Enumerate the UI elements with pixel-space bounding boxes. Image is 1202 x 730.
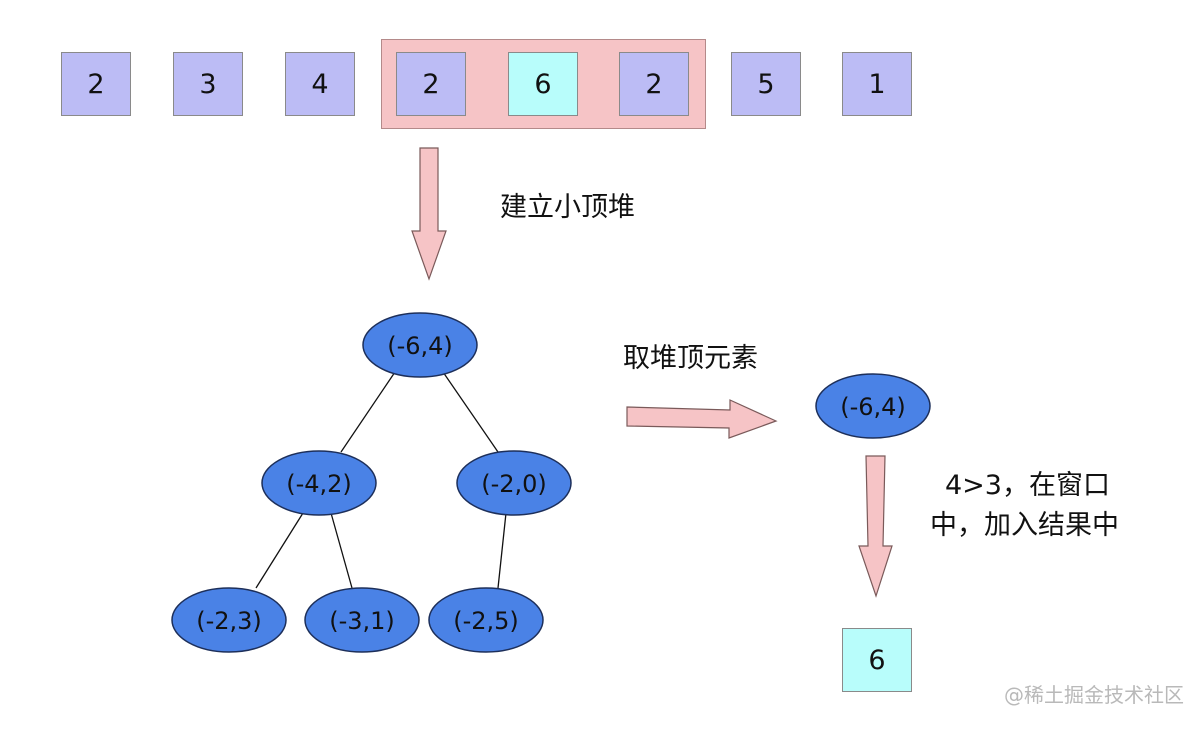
heap-node-right-left-text: (-2,5) — [453, 607, 519, 635]
array-cell-0: 2 — [61, 52, 131, 116]
array-cell-3: 2 — [396, 52, 466, 116]
build-heap-label: 建立小顶堆 — [500, 192, 635, 223]
heap-node-left-right: (-3,1) — [304, 587, 420, 653]
popped-node: (-6,4) — [815, 373, 931, 439]
heap-node-right-text: (-2,0) — [481, 470, 547, 498]
arrow-down-build — [411, 147, 447, 281]
edge-root-right — [442, 371, 499, 453]
heap-node-root: (-6,4) — [362, 312, 478, 378]
edge-right-rightleft — [497, 512, 507, 589]
heap-node-left-left: (-2,3) — [171, 587, 287, 653]
condition-label-line2: 中，加入结果中 — [930, 510, 1119, 541]
heap-node-left-text: (-4,2) — [286, 470, 352, 498]
watermark: @稀土掘金技术社区 — [1004, 683, 1184, 707]
heap-node-root-text: (-6,4) — [387, 332, 453, 360]
arrow-right-take — [626, 399, 778, 439]
array-cell-5: 2 — [619, 52, 689, 116]
condition-label-line1: 4>3，在窗口 — [945, 470, 1110, 501]
popped-node-text: (-6,4) — [840, 393, 906, 421]
array-cell-2: 4 — [285, 52, 355, 116]
heap-node-left-left-text: (-2,3) — [196, 607, 262, 635]
heap-node-left-right-text: (-3,1) — [329, 607, 395, 635]
edge-root-left — [340, 371, 396, 453]
array-cell-1: 3 — [173, 52, 243, 116]
arrow-down-result — [858, 455, 893, 598]
array-cell-4: 6 — [508, 52, 578, 116]
heap-node-right: (-2,0) — [456, 450, 572, 516]
take-top-label: 取堆顶元素 — [623, 343, 758, 374]
result-cell: 6 — [842, 628, 912, 692]
heap-node-left: (-4,2) — [261, 450, 377, 516]
array-cell-6: 5 — [731, 52, 801, 116]
edge-left-leftleft — [255, 512, 304, 589]
edge-left-leftright — [330, 512, 353, 589]
heap-node-right-left: (-2,5) — [428, 587, 544, 653]
array-cell-7: 1 — [842, 52, 912, 116]
